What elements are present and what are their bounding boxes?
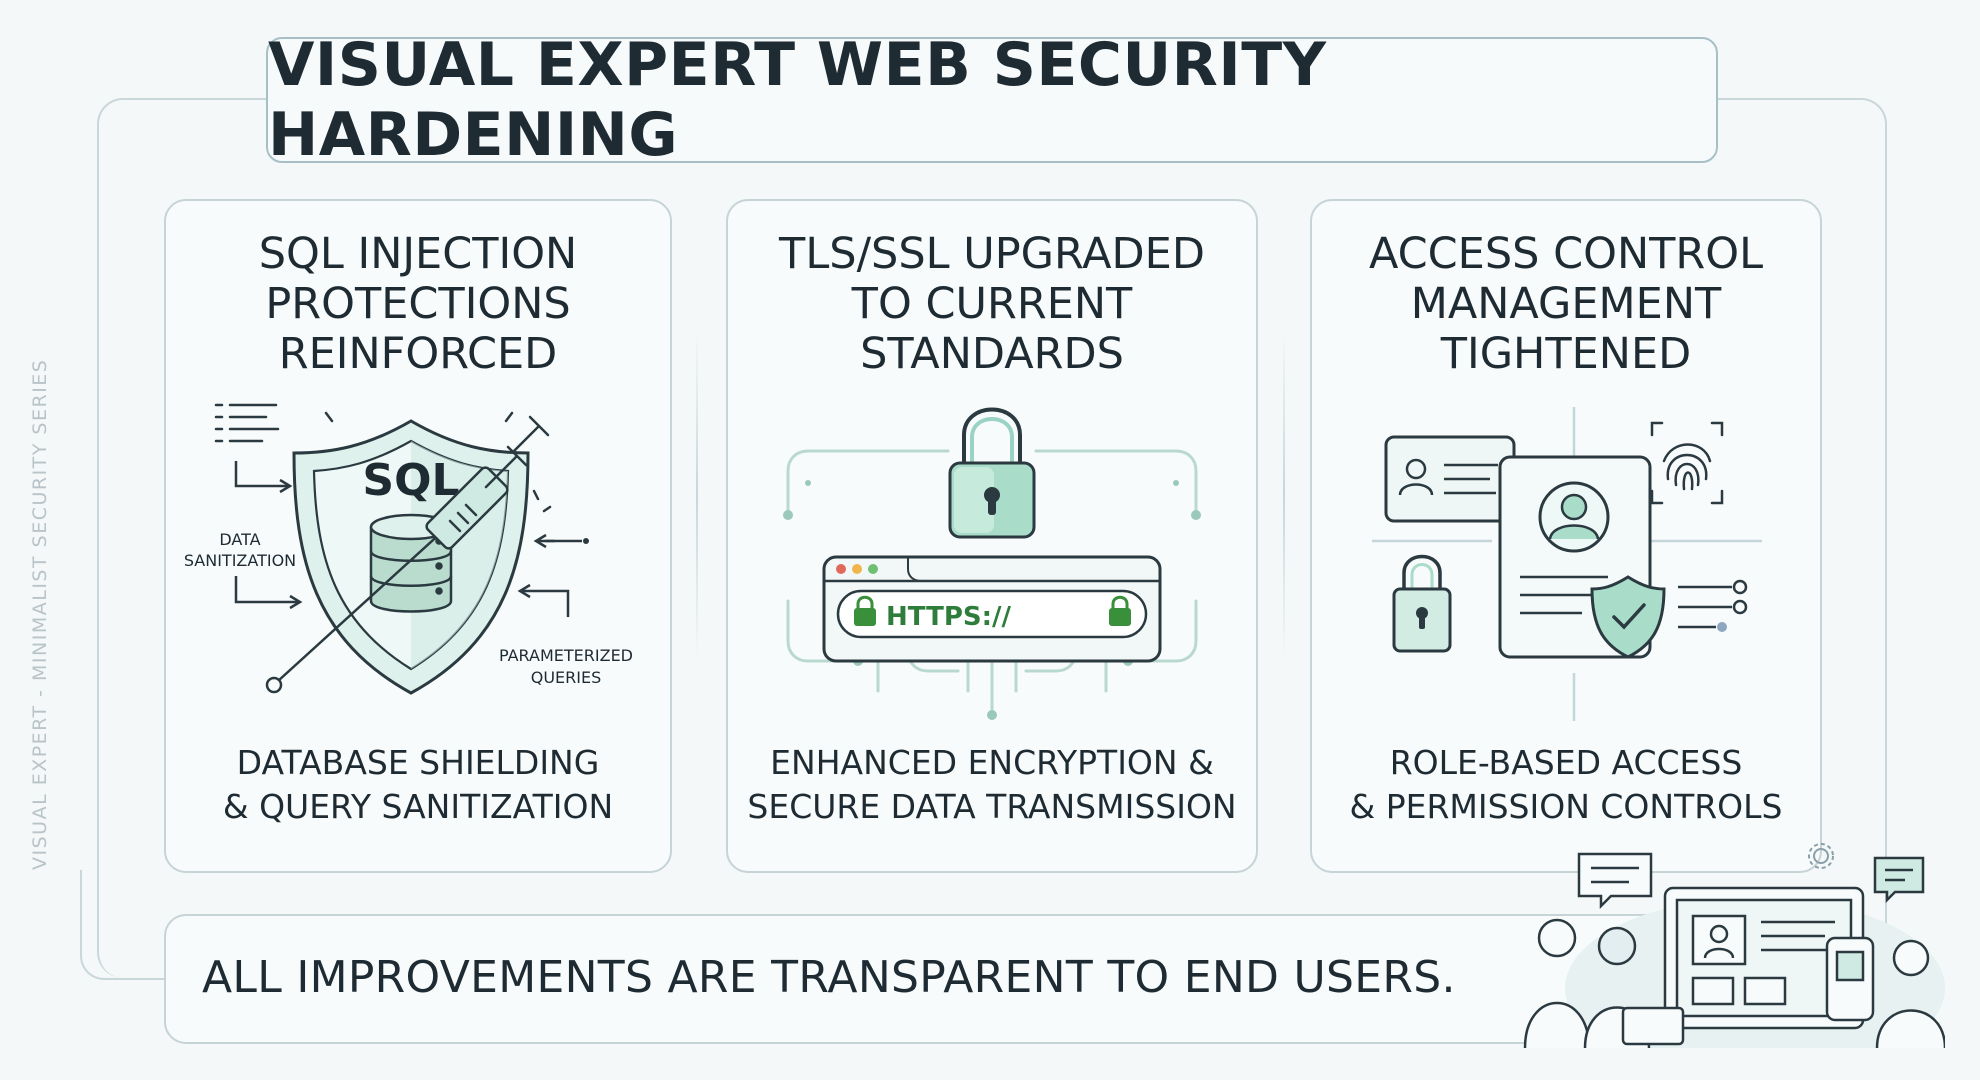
divider: [1283, 330, 1285, 660]
card-access-control: ACCESS CONTROL MANAGEMENT TIGHTENED: [1310, 199, 1822, 873]
sql-illustration: SQL: [184, 403, 633, 695]
divider: [696, 330, 698, 660]
access-control-illustration: [1372, 407, 1762, 721]
team-illustration: [1523, 843, 1945, 1048]
card-title: ACCESS CONTROL MANAGEMENT TIGHTENED: [1368, 229, 1764, 379]
card-caption: DATABASE SHIELDING & QUERY SANITIZATION: [222, 743, 614, 826]
browser-window-icon: HTTPS://: [822, 555, 1162, 663]
https-label: HTTPS://: [886, 602, 1012, 632]
padlock-icon: [1392, 554, 1452, 653]
page-title: VISUAL EXPERT WEB SECURITY HARDENING: [266, 30, 1718, 170]
laptop-icon: [1663, 886, 1865, 1030]
left-bracket: [80, 870, 192, 980]
sanitization-label: SANITIZATION: [184, 551, 296, 570]
id-card-icon: [1384, 435, 1516, 523]
gear-icon: [1808, 843, 1834, 869]
phone-icon: [1825, 936, 1875, 1022]
card-sql-injection: SQL INJECTION PROTECTIONS REINFORCED SQL: [164, 199, 672, 873]
tls-illustration: HTTPS://: [783, 407, 1201, 720]
parameterized-label: PARAMETERIZED: [499, 646, 633, 665]
chat-bubble-icon: [1577, 852, 1653, 910]
sliders-icon: [1678, 579, 1748, 632]
data-label: DATA: [219, 530, 260, 549]
list-lines-icon: [214, 403, 280, 443]
chat-bubble-icon: [1873, 856, 1925, 904]
footer-text: ALL IMPROVEMENTS ARE TRANSPARENT TO END …: [202, 952, 1456, 1003]
sql-label: SQL: [362, 455, 459, 506]
card-caption: ROLE-BASED ACCESS & PERMISSION CONTROLS: [1349, 743, 1783, 826]
fingerprint-icon: [1650, 421, 1724, 505]
syringe-icon: [265, 415, 550, 694]
queries-label: QUERIES: [531, 668, 602, 687]
check-shield-icon: [1590, 575, 1666, 659]
card-tls-ssl: TLS/SSL UPGRADED TO CURRENT STANDARDS: [726, 199, 1258, 873]
card-caption: ENHANCED ENCRYPTION & SECURE DATA TRANSM…: [747, 743, 1237, 826]
card-title: SQL INJECTION PROTECTIONS REINFORCED: [258, 229, 578, 379]
people-icon: [1523, 918, 1945, 1048]
padlock-icon: [948, 407, 1036, 539]
side-label: VISUAL EXPERT - MINIMALIST SECURITY SERI…: [29, 358, 51, 870]
card-title: TLS/SSL UPGRADED TO CURRENT STANDARDS: [779, 229, 1205, 379]
